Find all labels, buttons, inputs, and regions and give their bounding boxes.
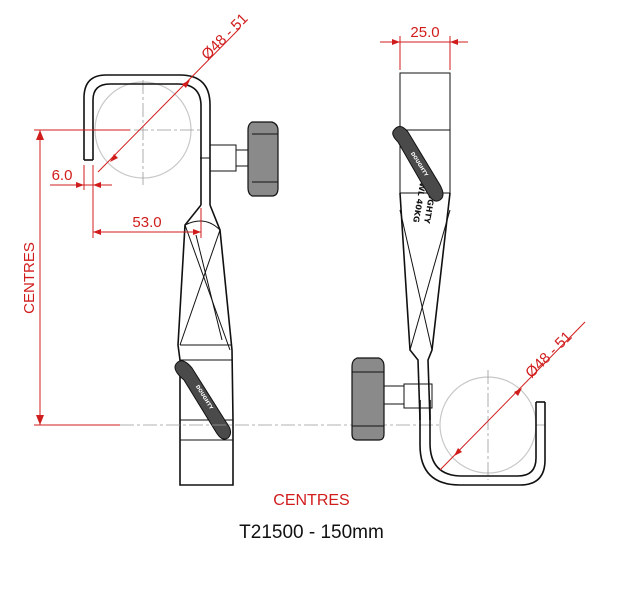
handle-left <box>174 360 232 440</box>
right-clamp-view: DOUGHTY SWL 40KG DOUGHTY <box>351 72 546 486</box>
left-dimensions: Ø48 - 51 CENTRES 6.0 53.0 <box>21 10 251 426</box>
centres-caption: CENTRES <box>273 492 350 509</box>
dim-25-label: 25.0 <box>410 24 439 41</box>
strap-left <box>177 204 234 486</box>
diameter-label-right: Ø48 - 51 <box>522 328 575 381</box>
centres-label-vertical: CENTRES <box>21 242 38 314</box>
knob-right <box>351 357 385 441</box>
part-number-caption: T21500 - 150mm <box>239 522 384 543</box>
left-clamp-view: DOUGHTY <box>83 74 279 486</box>
handle-right <box>392 126 444 202</box>
strap-right <box>399 192 421 421</box>
hook-right <box>419 400 546 486</box>
knob-left <box>247 121 279 197</box>
diameter-label-left: Ø48 - 51 <box>198 10 251 63</box>
dim-53-label: 53.0 <box>132 214 161 231</box>
hook-left <box>83 74 211 205</box>
dim-6-label: 6.0 <box>52 167 73 184</box>
